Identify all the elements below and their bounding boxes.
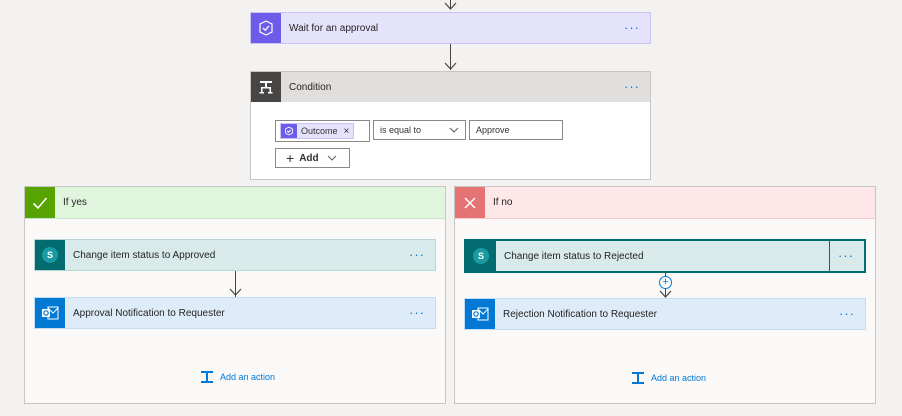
if-yes-add-action-label: Add an action <box>220 372 276 382</box>
approval-notification-more-button[interactable]: ··· <box>409 305 425 320</box>
arrow-head-yes <box>229 288 242 296</box>
condition-add-label: Add <box>299 152 319 164</box>
change-status-approved-more-button[interactable]: ··· <box>409 247 425 262</box>
condition-title: Condition <box>289 81 332 93</box>
outcome-token-remove-icon[interactable]: × <box>343 125 350 137</box>
approval-notification-title: Approval Notification to Requester <box>73 307 225 319</box>
outlook-icon <box>465 299 495 329</box>
wait-for-approval-title: Wait for an approval <box>289 22 379 34</box>
add-action-icon <box>632 372 644 384</box>
change-status-approved-card[interactable]: S Change item status to Approved ··· <box>34 239 436 271</box>
rejection-notification-card[interactable]: Rejection Notification to Requester ··· <box>464 298 866 330</box>
connector-approval-condition <box>450 44 451 70</box>
approval-notification-card[interactable]: Approval Notification to Requester ··· <box>34 297 436 329</box>
change-status-rejected-card[interactable]: S Change item status to Rejected ··· <box>464 239 866 273</box>
outcome-token-icon <box>281 124 297 138</box>
change-status-rejected-title: Change item status to Rejected <box>504 250 644 262</box>
check-icon <box>25 187 55 218</box>
close-icon <box>455 187 485 218</box>
condition-card[interactable]: Condition ··· Outcome × is equal to Appr… <box>250 71 651 180</box>
condition-right-operand-field[interactable]: Approve <box>469 120 563 140</box>
if-no-branch: If no <box>454 186 876 404</box>
condition-operator-value: is equal to <box>380 125 422 135</box>
arrow-head-top <box>444 2 457 10</box>
rejection-notification-more-button[interactable]: ··· <box>839 306 855 321</box>
chevron-down-icon <box>327 155 336 161</box>
approval-icon <box>251 13 281 43</box>
change-status-approved-title: Change item status to Approved <box>73 249 216 261</box>
condition-icon <box>251 72 281 102</box>
if-yes-label: If yes <box>63 197 87 208</box>
if-no-label: If no <box>493 197 513 208</box>
chevron-down-icon <box>449 127 459 133</box>
condition-add-button[interactable]: + Add <box>275 148 350 168</box>
connector-yes-steps <box>235 271 236 297</box>
insert-step-plus-icon[interactable]: + <box>659 276 672 289</box>
sharepoint-icon: S <box>466 241 496 271</box>
arrow-head-no <box>659 290 672 298</box>
arrow-head-condition <box>444 62 457 70</box>
change-status-rejected-more-button[interactable]: ··· <box>838 248 854 263</box>
condition-right-operand-value: Approve <box>476 125 510 135</box>
outcome-token-label: Outcome <box>301 126 338 136</box>
wait-for-approval-card[interactable]: Wait for an approval ··· <box>250 12 651 44</box>
if-no-add-action-label: Add an action <box>651 373 707 383</box>
outlook-icon <box>35 298 65 328</box>
add-action-icon <box>201 371 213 383</box>
wait-for-approval-more-button[interactable]: ··· <box>624 20 640 35</box>
rejection-notification-title: Rejection Notification to Requester <box>503 308 657 320</box>
condition-left-operand-field[interactable]: Outcome × <box>275 120 370 142</box>
plus-icon: + <box>286 150 295 166</box>
connector-top <box>450 0 451 8</box>
if-yes-add-action-button[interactable]: Add an action <box>200 370 275 384</box>
more-separator <box>829 241 830 271</box>
condition-operator-dropdown[interactable]: is equal to <box>373 120 466 140</box>
outcome-token: Outcome × <box>280 123 355 139</box>
condition-more-button[interactable]: ··· <box>624 79 640 94</box>
sharepoint-icon: S <box>35 240 65 270</box>
if-no-add-action-button[interactable]: Add an action <box>631 371 706 385</box>
